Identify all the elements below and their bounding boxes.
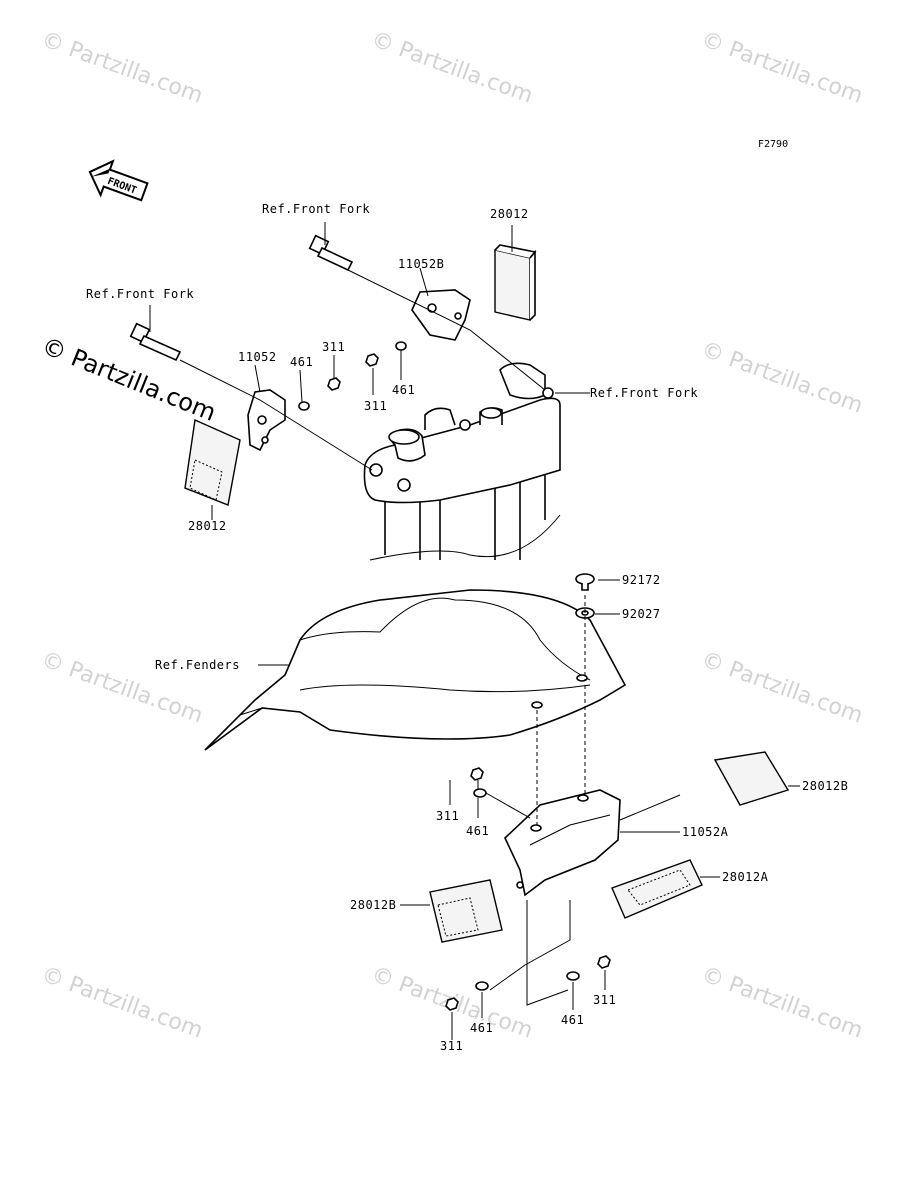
reflector-28012-upper-right [494,244,537,321]
label-311-lower-right: 311 [593,993,616,1007]
nut-311-upper-left [327,377,341,391]
watermark: © Partzilla.com [38,962,206,1044]
watermark: © Partzilla.com [698,647,866,729]
label-ref-front-fork-left: Ref.Front Fork [86,287,194,301]
watermark: © Partzilla.com [38,27,206,109]
bolt-left [129,322,182,362]
watermark-prominent: © Partzilla.com [38,332,220,427]
label-11052: 11052 [238,350,277,364]
label-311-upper-left: 311 [322,340,345,354]
front-fork-assembly [363,362,561,561]
figure-id: F2790 [758,139,788,150]
reflector-28012A [611,859,703,919]
label-ref-front-fork-right: Ref.Front Fork [590,386,698,400]
label-ref-fenders: Ref.Fenders [155,658,240,672]
reflector-28012-upper-left [184,418,241,506]
label-11052A: 11052A [682,825,729,839]
bolt-right [308,234,354,272]
label-28012B-right: 28012B [802,779,848,793]
label-ref-front-fork-top: Ref.Front Fork [262,202,370,216]
washer-461-upper-left [298,401,310,411]
washer-461-lower-top [473,788,487,798]
label-461-upper-left: 461 [290,355,313,369]
label-311-lower-left: 311 [440,1039,463,1053]
label-28012B-left: 28012B [350,898,396,912]
watermark: © Partzilla.com [368,27,536,109]
label-28012-upper-right: 28012 [490,207,529,221]
label-311-upper-right: 311 [364,399,387,413]
nut-311-lower-top [470,767,484,781]
bracket-11052A [504,789,621,897]
front-direction-arrow-icon: FRONT [88,159,149,202]
upper-leader-lines [149,222,590,520]
label-92172: 92172 [622,573,661,587]
washer-461-lower-right [566,971,580,981]
label-461-lower-top: 461 [466,824,489,838]
label-461-lower-left: 461 [470,1021,493,1035]
watermark: © Partzilla.com [698,962,866,1044]
washer-461-lower-left [475,981,489,991]
watermark: © Partzilla.com [698,27,866,109]
nut-311-upper-right [365,353,379,367]
label-28012-upper-left: 28012 [188,519,227,533]
label-311-lower-top: 311 [436,809,459,823]
watermark: © Partzilla.com [698,337,866,419]
screw-92172 [575,573,595,591]
label-28012A: 28012A [722,870,769,884]
lower-leader-lines [258,579,800,1040]
washer-461-upper-right [395,341,407,351]
label-461-upper-right: 461 [392,383,415,397]
front-fender [204,589,627,751]
label-461-lower-right: 461 [561,1013,584,1027]
reflector-28012B-right [713,751,790,806]
nut-311-lower-right [597,955,611,969]
label-92027: 92027 [622,607,661,621]
nut-311-lower-left [445,997,459,1011]
label-11052B: 11052B [398,257,444,271]
reflector-28012B-left [429,879,503,943]
bracket-11052 [247,389,286,452]
bracket-11052B [411,289,471,341]
